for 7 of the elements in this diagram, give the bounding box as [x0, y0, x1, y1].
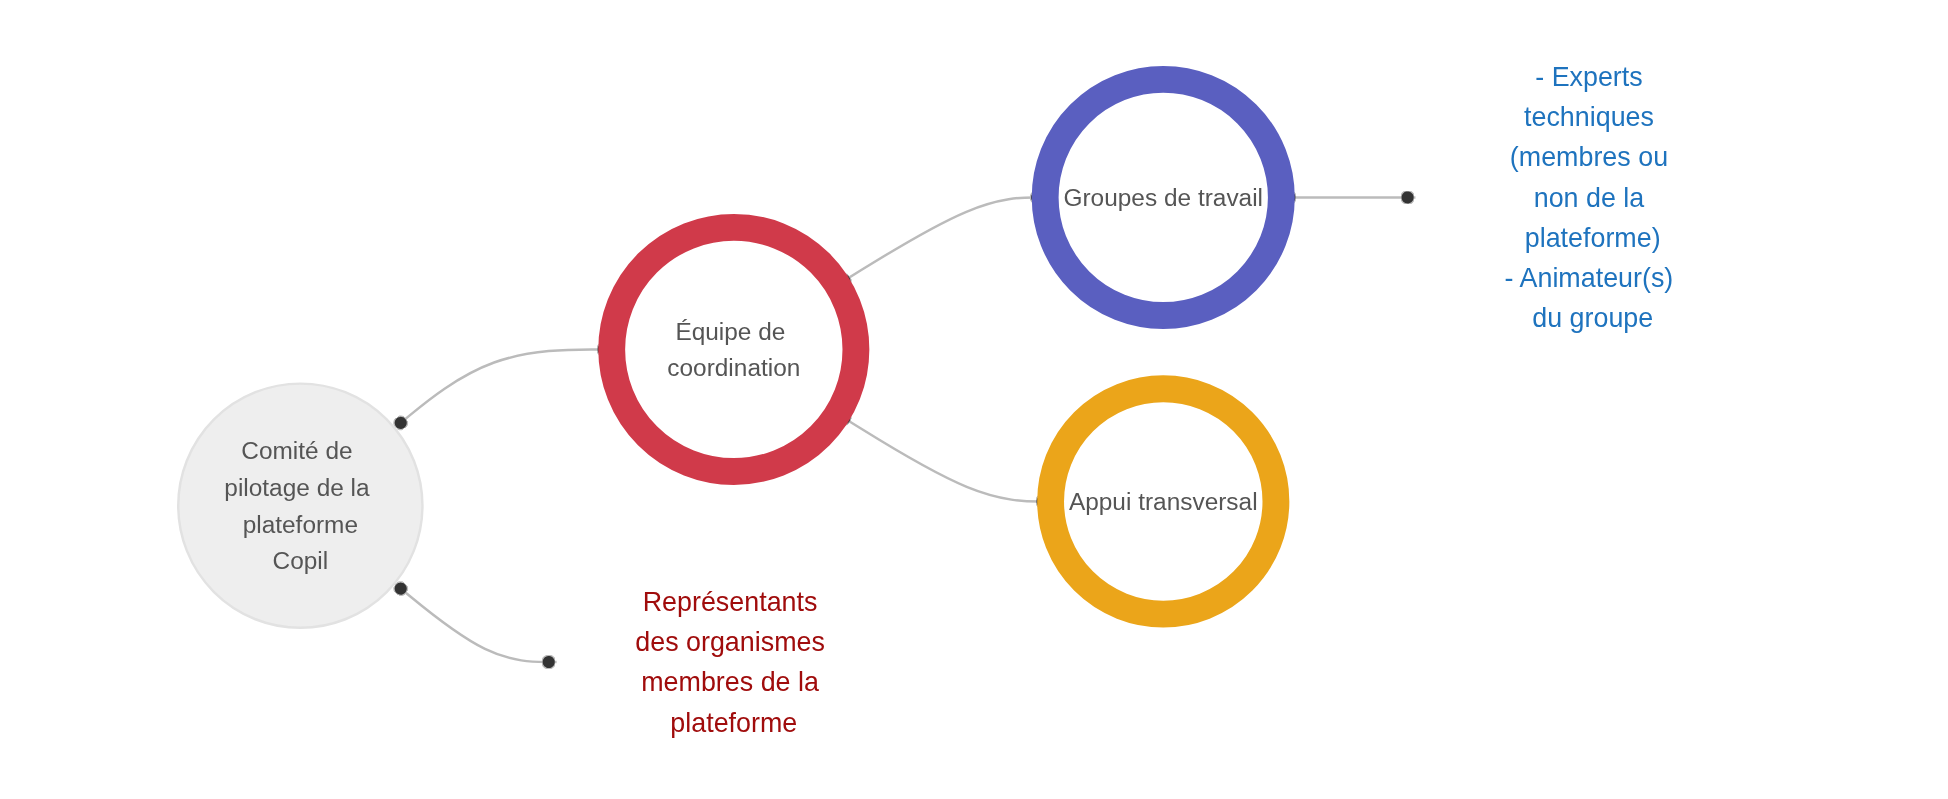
- node-text: - Experts techniques (membres ou non de la plateforme) - Animateur(s) du groupe: [1504, 61, 1674, 334]
- node-circle: Équipe de coordination: [598, 213, 870, 485]
- node-text: Représentants des organismes membres de la plateforme: [635, 586, 825, 738]
- node-circle: Groupes de travail: [1031, 65, 1295, 329]
- connector: [393, 581, 557, 670]
- node-circle: Appui transversal: [1037, 375, 1290, 628]
- node-circle: Comité de pilotage de la plateforme Copil: [177, 382, 424, 630]
